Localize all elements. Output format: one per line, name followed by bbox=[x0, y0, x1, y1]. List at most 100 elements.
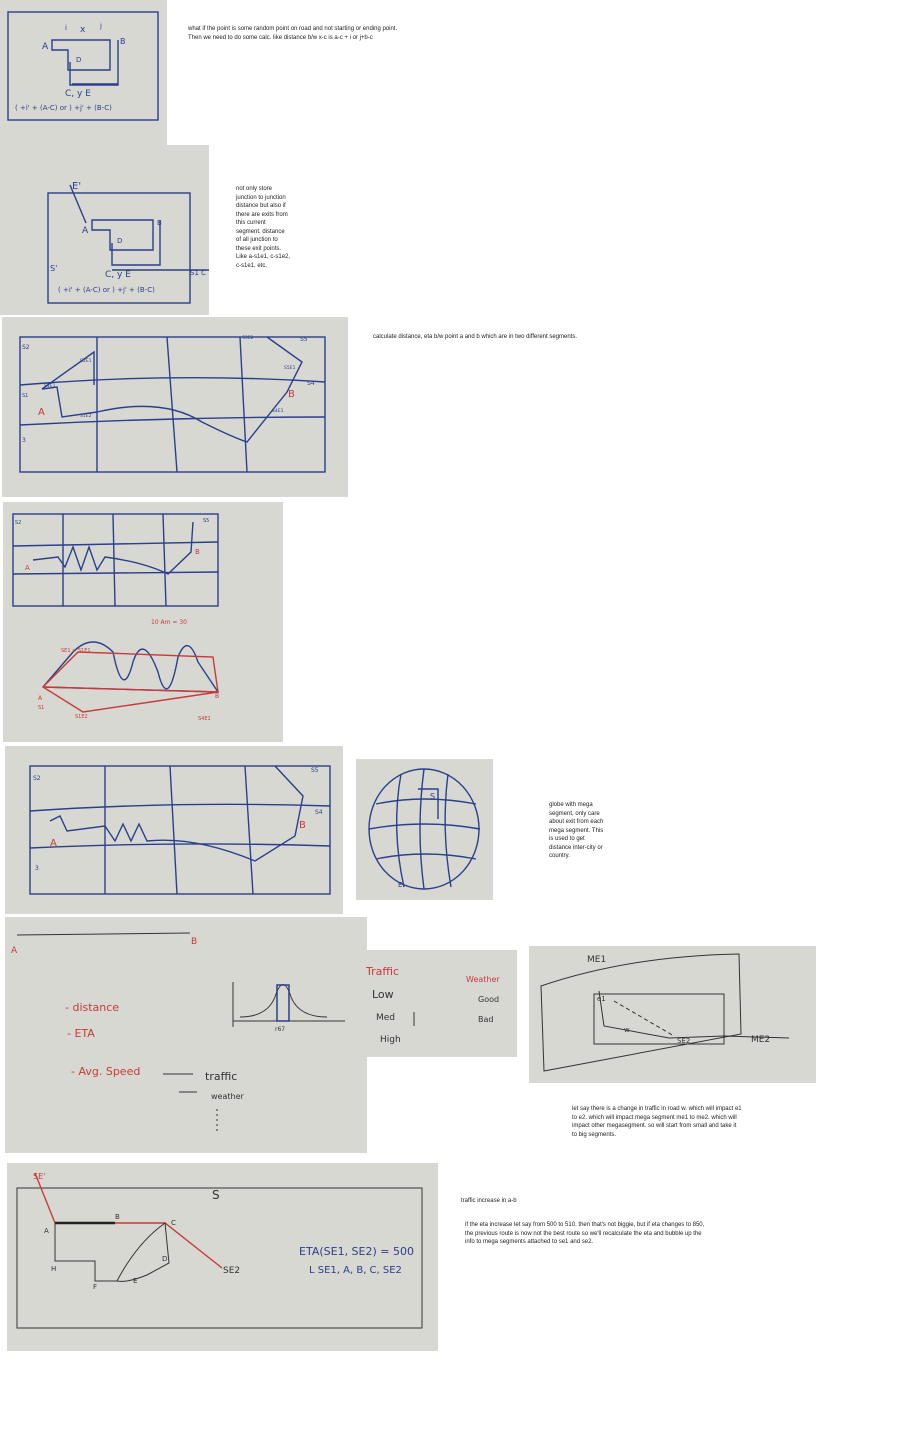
label-j: j bbox=[99, 22, 102, 30]
label-s2: S2 bbox=[33, 775, 41, 782]
whiteboard-photo-7: A B - distance - ETA - Avg. Speed traffi… bbox=[5, 917, 367, 1153]
whiteboard-photo-9: ME1 ME2 e1 SE2 w bbox=[529, 946, 816, 1083]
label-s: S bbox=[430, 792, 435, 801]
label-s4e1: S4E1 bbox=[272, 408, 284, 414]
weather-good: Good bbox=[478, 995, 499, 1004]
label-e1: e1 bbox=[597, 995, 606, 1003]
traffic-high: High bbox=[380, 1035, 401, 1045]
label-b: B bbox=[157, 219, 162, 227]
note-2: not only store junction to junction dist… bbox=[236, 186, 291, 269]
label-s5: S5 bbox=[203, 518, 209, 524]
whiteboard-photo-6: S E bbox=[356, 759, 493, 900]
label-i: i bbox=[65, 24, 67, 32]
label-c: C bbox=[171, 1219, 176, 1227]
header-weather: Weather bbox=[466, 975, 500, 984]
label-s1: S' bbox=[50, 264, 57, 273]
eta-formula: ETA(SE1, SE2) = 500 bbox=[299, 1245, 414, 1258]
label-a: A bbox=[50, 838, 57, 849]
label-s: S bbox=[212, 1188, 220, 1202]
formula: ( +i' + (A-C) or ) +j' + (B-C) bbox=[58, 286, 155, 294]
factor-speed: - Avg. Speed bbox=[71, 1065, 140, 1078]
label-d: D bbox=[162, 1255, 167, 1263]
label-s1e1: S1E1 bbox=[44, 383, 56, 389]
label-a: A bbox=[38, 407, 45, 418]
label-me1: ME1 bbox=[587, 955, 606, 965]
label-b: B bbox=[299, 820, 306, 831]
segment-exits-sketch: E' S' S1 C A B D C, y E ( +i' + (A-C) or… bbox=[47, 181, 209, 304]
eta-route: L SE1, A, B, C, SE2 bbox=[309, 1265, 402, 1276]
whiteboard-photo-10: SE' S A B C D E F H SE2 ETA(SE1, SE2) = … bbox=[7, 1163, 438, 1351]
label-s3e2: S3E2 bbox=[242, 335, 254, 341]
whiteboard-photo-2: E' S' S1 C A B D C, y E ( +i' + (A-C) or… bbox=[0, 145, 209, 315]
formula: ( +i' + (A-C) or ) +j' + (B-C) bbox=[15, 104, 112, 112]
mega-segment-sketch: ME1 ME2 e1 SE2 w bbox=[540, 953, 790, 1072]
time-label: 10 Am = 30 bbox=[151, 619, 187, 626]
label-s1e2: S1E2 bbox=[75, 714, 88, 720]
label-s1: S1 bbox=[38, 705, 44, 711]
label-s2: S2 bbox=[22, 344, 30, 351]
label-w: w bbox=[624, 1026, 630, 1034]
label-s5: S5 bbox=[300, 336, 308, 343]
globe-sketch: S E bbox=[368, 768, 481, 890]
label-s1c: S1 C bbox=[190, 269, 206, 277]
speed-traffic: traffic bbox=[205, 1070, 237, 1083]
note-6: traffic increase in a-b bbox=[461, 1198, 517, 1204]
note-4: globe with mega segment, only care about… bbox=[549, 802, 604, 859]
label-a: A bbox=[25, 564, 30, 572]
note-7: if the eta increase let say from 500 to … bbox=[465, 1222, 705, 1245]
label-s2e1: S2E1 bbox=[80, 358, 92, 364]
traffic-med: Med bbox=[376, 1013, 395, 1023]
label-s3: 3 bbox=[22, 437, 26, 444]
segment-grid-sketch-2: S2 S5 S4 3 A B bbox=[29, 765, 331, 895]
eta-factors-sketch: A B - distance - ETA - Avg. Speed traffi… bbox=[11, 932, 345, 1132]
traffic-route-sketch: S2 S5 A B 10 Am = 30 SE1 = S1E1 A S1 S1E… bbox=[12, 513, 220, 722]
weather-bad: Bad bbox=[478, 1015, 493, 1024]
label-d: D bbox=[117, 237, 122, 245]
label-s4: S4 bbox=[307, 380, 315, 387]
note-1: what if the point is some random point o… bbox=[188, 26, 398, 41]
label-s4e1: S4E1 bbox=[198, 716, 211, 722]
label-cye: C, y E bbox=[65, 89, 91, 99]
label-h: H bbox=[51, 1265, 56, 1273]
road-junction-sketch: A B D i j x C, y E ( +i' + (A-C) or ) +j… bbox=[7, 11, 159, 121]
label-d: D bbox=[76, 56, 81, 64]
label-se2: SE2 bbox=[223, 1266, 240, 1276]
traffic-low: Low bbox=[372, 988, 394, 1001]
label-se1: SE1 = S1E1 bbox=[61, 648, 91, 654]
factor-distance: - distance bbox=[65, 1001, 119, 1014]
label-e: E bbox=[133, 1277, 137, 1285]
label-b: B bbox=[191, 937, 197, 947]
label-b: B bbox=[288, 389, 295, 400]
label-a2: A bbox=[38, 695, 43, 702]
label-b: B bbox=[120, 37, 126, 46]
note-3: calculate distance, eta b/w point a and … bbox=[373, 334, 578, 340]
route-eta-sketch: SE' S A B C D E F H SE2 ETA(SE1, SE2) = … bbox=[16, 1172, 423, 1329]
label-a: A bbox=[82, 226, 89, 236]
whiteboard-photo-1: A B D i j x C, y E ( +i' + (A-C) or ) +j… bbox=[0, 0, 167, 145]
label-e: E bbox=[398, 881, 402, 889]
note-5: let say there is a change in traffic in … bbox=[572, 1106, 742, 1138]
label-me2: ME2 bbox=[751, 1035, 770, 1045]
bell-label: r67 bbox=[275, 1026, 285, 1033]
label-s1: S1 bbox=[22, 393, 28, 399]
label-s1e2: S1E2 bbox=[80, 413, 92, 419]
label-a: A bbox=[42, 42, 49, 52]
label-e1: E' bbox=[72, 181, 81, 192]
whiteboard-photo-3: S2 S5 S4 3 S1 A B S1E1 S1E2 S5E1 S4E1 S2… bbox=[2, 317, 348, 497]
label-s5e1: S5E1 bbox=[284, 365, 296, 371]
label-x: x bbox=[80, 25, 86, 35]
segment-grid-sketch: S2 S5 S4 3 S1 A B S1E1 S1E2 S5E1 S4E1 S2… bbox=[19, 335, 326, 473]
label-e2: SE2 bbox=[677, 1037, 690, 1045]
whiteboard-photo-8: Traffic Weather Low Med High Good Bad bbox=[354, 950, 517, 1057]
label-f: F bbox=[93, 1283, 97, 1291]
label-a: A bbox=[44, 1227, 49, 1235]
label-cye: C, y E bbox=[105, 270, 131, 280]
label-b: B bbox=[195, 548, 200, 556]
label-s2: S2 bbox=[15, 520, 21, 526]
whiteboard-photo-5: S2 S5 S4 3 A B bbox=[5, 746, 343, 914]
traffic-weather-table: Traffic Weather Low Med High Good Bad bbox=[365, 965, 500, 1045]
label-s4: S4 bbox=[315, 809, 323, 816]
speed-weather: weather bbox=[211, 1092, 244, 1101]
label-s5: S5 bbox=[311, 767, 319, 774]
label-se1: SE' bbox=[33, 1172, 45, 1181]
